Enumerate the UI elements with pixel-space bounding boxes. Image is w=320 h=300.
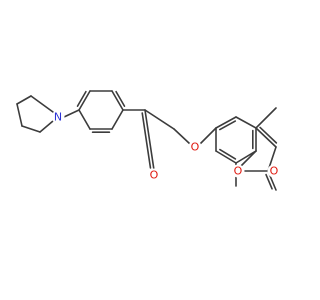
atom-label-o-lactone: O xyxy=(270,165,279,178)
bond-aryl-2-inner xyxy=(219,148,237,160)
bond-aryl-5 xyxy=(235,116,257,129)
bond-phenyl-1-inner xyxy=(76,90,87,107)
bond-aryl-6-inner xyxy=(219,120,237,131)
bond-aryl-6 xyxy=(215,116,237,129)
bond-pyrrolidine-2 xyxy=(16,103,23,127)
atom-o-lactone: O xyxy=(267,164,281,178)
bond-phenyl-1 xyxy=(78,90,91,111)
bond-oether-ring xyxy=(199,127,217,145)
bond-ring-fusion-inner xyxy=(259,126,278,144)
bond-carbonyl-double-inner xyxy=(141,112,152,169)
bond-fused-1 xyxy=(255,107,277,129)
atom-o-ketone: O xyxy=(147,168,161,182)
bond-ring-fusion xyxy=(255,127,277,148)
bond-ch2-oether xyxy=(173,128,191,145)
atom-label-o-ether: O xyxy=(191,141,200,154)
bond-carbonyl-double xyxy=(144,109,155,171)
bond-pyrrolidine-4 xyxy=(39,120,54,133)
bond-lactone-double-inner xyxy=(265,173,273,190)
bond-aryl-2 xyxy=(215,150,237,164)
bond-aryl-3 xyxy=(235,150,257,164)
atom-label-o-ketone: O xyxy=(150,169,159,182)
bond-pyrrolidine-3 xyxy=(21,125,41,133)
bond-n-phenyl xyxy=(63,109,80,118)
bond-carbonyl-ch2 xyxy=(144,109,175,130)
structure-diagram: N O O O O xyxy=(16,90,281,191)
bond-pyrrolidine-1 xyxy=(16,95,32,105)
bond-pyrrolidine-5 xyxy=(30,95,54,113)
atom-n1: N xyxy=(51,110,65,124)
atom-o-ring: O xyxy=(231,164,245,178)
bond-phenyl-4 xyxy=(111,109,124,130)
bond-phenyl-6 xyxy=(78,109,91,130)
bond-aryl-oring xyxy=(240,150,257,167)
atom-o-ether: O xyxy=(188,140,202,154)
bond-phenyl-3 xyxy=(111,90,124,111)
molecule-canvas: N O O O O xyxy=(16,90,281,191)
atom-label-layer: N O O O O xyxy=(51,110,281,182)
atom-label-n1: N xyxy=(54,111,62,124)
atom-label-o-ring: O xyxy=(234,165,243,178)
bond-phenyl-3-inner xyxy=(115,90,126,107)
bond-layer xyxy=(16,90,278,191)
